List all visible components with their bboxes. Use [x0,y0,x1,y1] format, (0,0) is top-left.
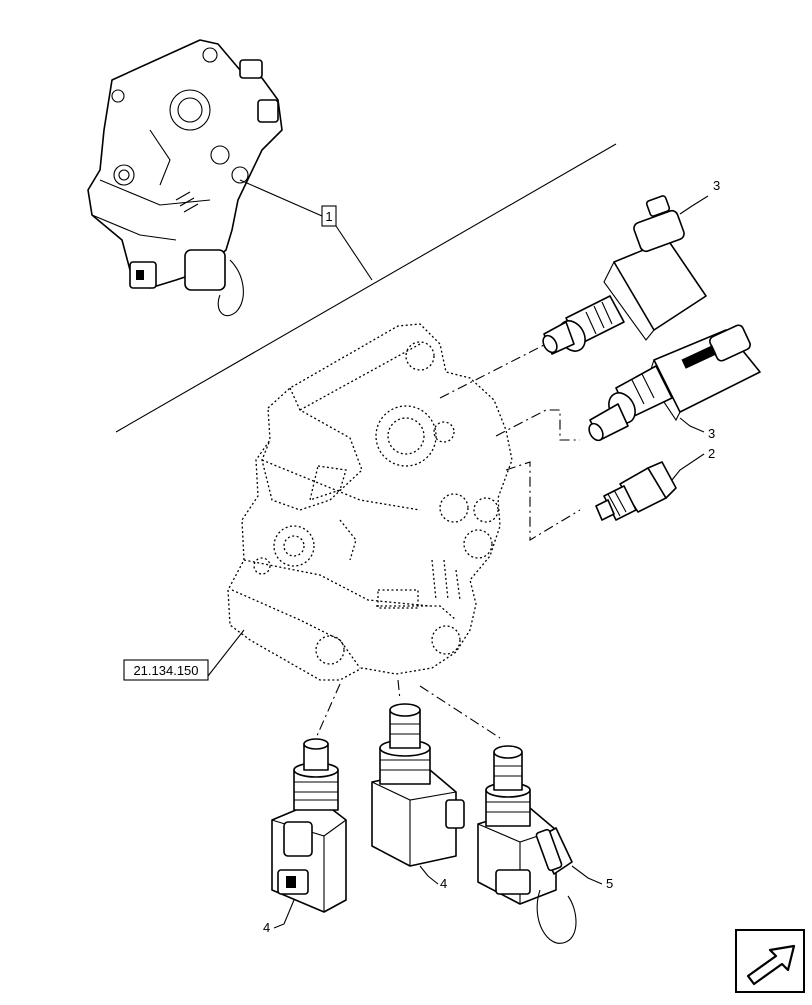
callout-1-label: 1 [325,209,332,224]
divider-line [115,143,617,433]
pressure-sensor-2: 2 [595,446,715,521]
reference-label: 21.134.150 [133,663,198,678]
reference-callout: 21.134.150 [123,629,245,681]
solenoid-valve-4-center: 4 [371,703,465,891]
solenoid-valve-3-mid: 3 [588,324,761,442]
assembly-thumbnail [87,39,283,317]
callout-2-label: 2 [708,446,715,461]
callout-1: 1 [239,179,373,281]
solenoid-valve-3-top: 3 [542,178,720,355]
callout-5-label: 5 [606,876,613,891]
assembly-lines-right [439,343,581,541]
callout-4-center-label: 4 [440,876,447,891]
callout-3-top-label: 3 [713,178,720,193]
solenoid-valve-4-left: 4 [263,738,347,935]
valve-block-outline [227,323,513,681]
callout-3-mid-label: 3 [708,426,715,441]
next-page-arrow-icon[interactable] [735,929,805,993]
assembly-lines-bottom [315,679,501,739]
callout-4-left-label: 4 [263,920,270,935]
solenoid-valve-5: 5 [477,745,613,944]
